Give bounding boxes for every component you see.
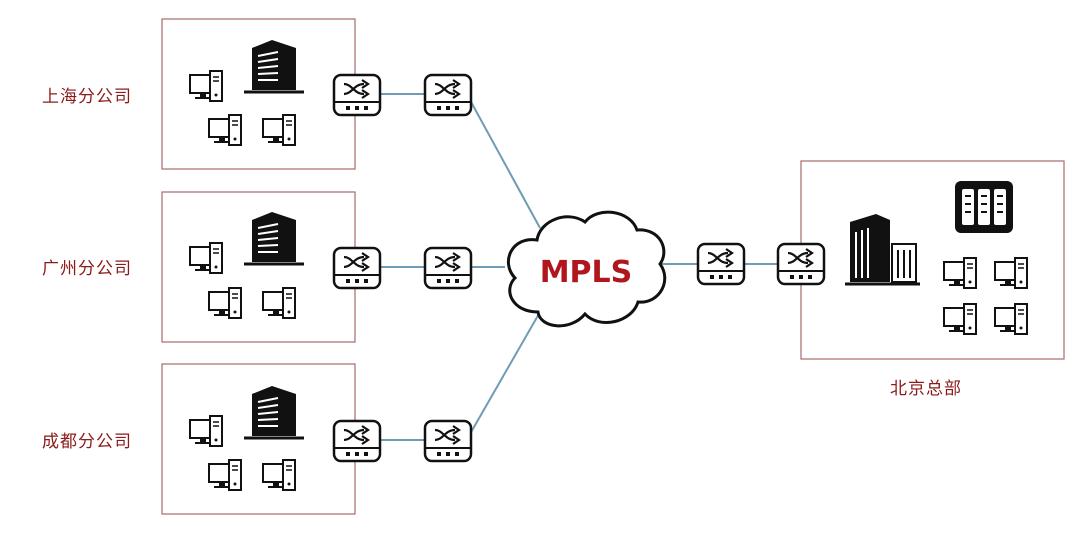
office-tower-icon	[845, 214, 920, 286]
link-shanghai-cloud	[469, 99, 541, 229]
server-rack-icon	[955, 181, 1013, 233]
computer-icon	[189, 242, 223, 274]
computer-icon	[189, 70, 223, 102]
branch-label-shanghai: 上海分公司	[42, 87, 132, 107]
router-icon[interactable]	[423, 73, 473, 117]
computer-icon	[994, 257, 1028, 289]
cloud-icon	[506, 210, 667, 328]
building-icon	[242, 210, 306, 266]
computer-icon	[208, 114, 242, 146]
computer-icon	[262, 114, 296, 146]
router-icon[interactable]	[332, 419, 382, 463]
branch-box-guangzhou	[161, 191, 356, 343]
router-icon[interactable]	[423, 246, 473, 290]
computer-icon	[994, 303, 1028, 335]
branch-label-chengdu: 成都分公司	[42, 432, 132, 452]
building-icon	[242, 384, 306, 440]
building-icon	[242, 38, 306, 94]
computer-icon	[189, 415, 223, 447]
router-icon[interactable]	[332, 246, 382, 290]
cloud-label: MPLS	[540, 255, 633, 290]
router-icon[interactable]	[332, 73, 382, 117]
computer-icon	[943, 303, 977, 335]
router-icon[interactable]	[776, 242, 826, 286]
computer-icon	[208, 287, 242, 319]
branch-label-guangzhou: 广州分公司	[42, 259, 132, 279]
links	[378, 93, 778, 441]
computer-icon	[262, 287, 296, 319]
computer-icon	[208, 459, 242, 491]
computer-icon	[262, 459, 296, 491]
router-icon[interactable]	[696, 242, 746, 286]
router-icon[interactable]	[423, 419, 473, 463]
hq-label: 北京总部	[890, 379, 962, 399]
link-chengdu-cloud	[469, 311, 541, 435]
computer-icon	[943, 257, 977, 289]
